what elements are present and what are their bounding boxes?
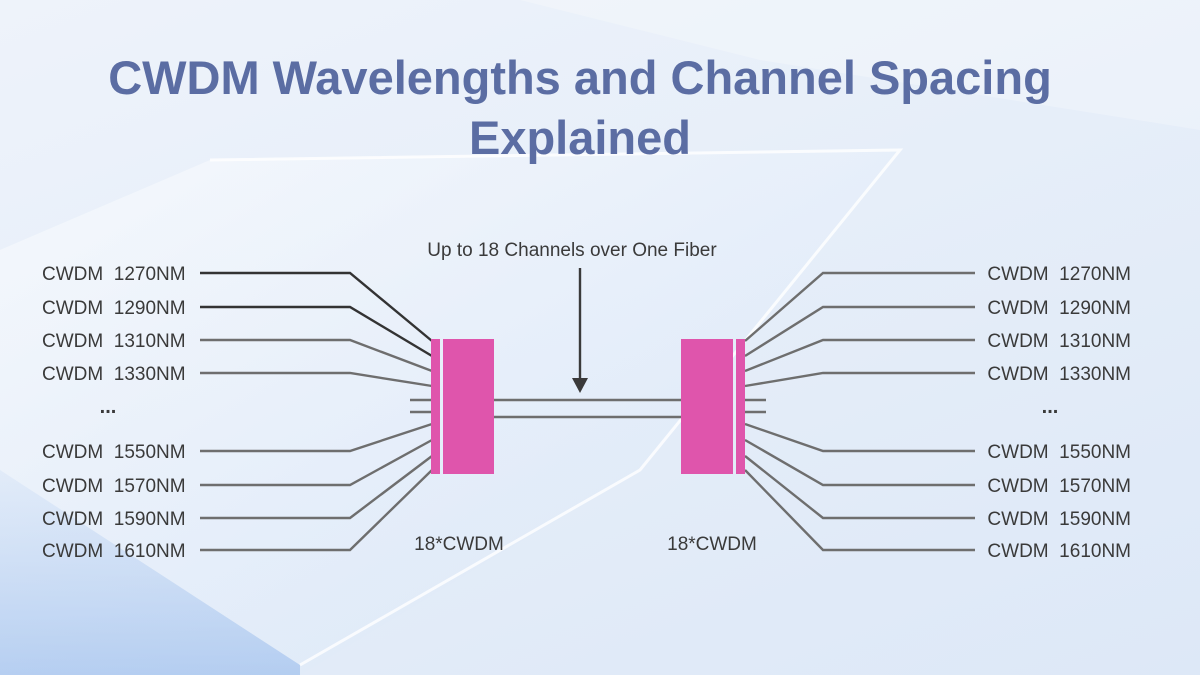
right-channel-label: CWDM 1610NM — [987, 541, 1131, 562]
right-mux — [681, 339, 745, 474]
right-channel-label: CWDM 1330NM — [987, 364, 1131, 385]
left-mux-body — [443, 339, 494, 474]
left-wire-1290 — [200, 305, 433, 358]
right-channel-label: CWDM 1550NM — [987, 442, 1131, 463]
right-ellipsis: ... — [1042, 396, 1059, 418]
right-wire-1310 — [744, 338, 975, 373]
left-ellipsis: ... — [100, 396, 117, 418]
left-mux-strip — [431, 339, 440, 474]
left-wire-1550 — [200, 422, 433, 453]
right-channel-label: CWDM 1270NM — [987, 264, 1131, 285]
right-mux-strip — [736, 339, 745, 474]
left-mux — [431, 339, 494, 474]
title-line-2: Explained — [468, 111, 691, 164]
annotation-text: Up to 18 Channels over One Fiber — [427, 240, 717, 261]
right-wires — [744, 271, 975, 552]
right-wire-1290 — [744, 305, 975, 358]
left-wire-1590 — [200, 455, 433, 520]
right-mux-body — [681, 339, 733, 474]
left-wire-1610 — [200, 469, 433, 552]
right-wire-1590 — [744, 455, 975, 520]
left-channel-label: CWDM 1550NM — [42, 442, 186, 463]
left-wires — [200, 271, 433, 552]
right-wire-1330 — [744, 371, 975, 388]
right-mux-label: 18*CWDM — [667, 534, 757, 555]
page-title: CWDM Wavelengths and Channel Spacing Exp… — [60, 48, 1100, 168]
left-channel-label: CWDM 1290NM — [42, 298, 186, 319]
left-channel-label: CWDM 1310NM — [42, 331, 186, 352]
left-channel-label: CWDM 1330NM — [42, 364, 186, 385]
right-channel-label: CWDM 1290NM — [987, 298, 1131, 319]
right-wire-1570 — [744, 438, 975, 487]
left-wire-1330 — [200, 371, 433, 388]
left-channel-labels: CWDM 1270NM CWDM 1290NM CWDM 1310NM CWDM… — [42, 264, 186, 562]
left-wire-1310 — [200, 338, 433, 373]
right-channel-label: CWDM 1570NM — [987, 476, 1131, 497]
left-channel-label: CWDM 1590NM — [42, 509, 186, 530]
left-mux-label: 18*CWDM — [414, 534, 504, 555]
left-channel-label: CWDM 1610NM — [42, 541, 186, 562]
right-channel-label: CWDM 1310NM — [987, 331, 1131, 352]
left-wire-1570 — [200, 438, 433, 487]
left-channel-label: CWDM 1270NM — [42, 264, 186, 285]
annotation-arrowhead — [572, 378, 588, 393]
left-wire-1270 — [200, 271, 433, 342]
right-wire-1270 — [744, 271, 975, 342]
left-channel-label: CWDM 1570NM — [42, 476, 186, 497]
right-wire-1610 — [744, 469, 975, 552]
right-channel-labels: CWDM 1270NM CWDM 1290NM CWDM 1310NM CWDM… — [987, 264, 1131, 562]
title-line-1: CWDM Wavelengths and Channel Spacing — [108, 51, 1052, 104]
right-wire-1550 — [744, 422, 975, 453]
right-channel-label: CWDM 1590NM — [987, 509, 1131, 530]
